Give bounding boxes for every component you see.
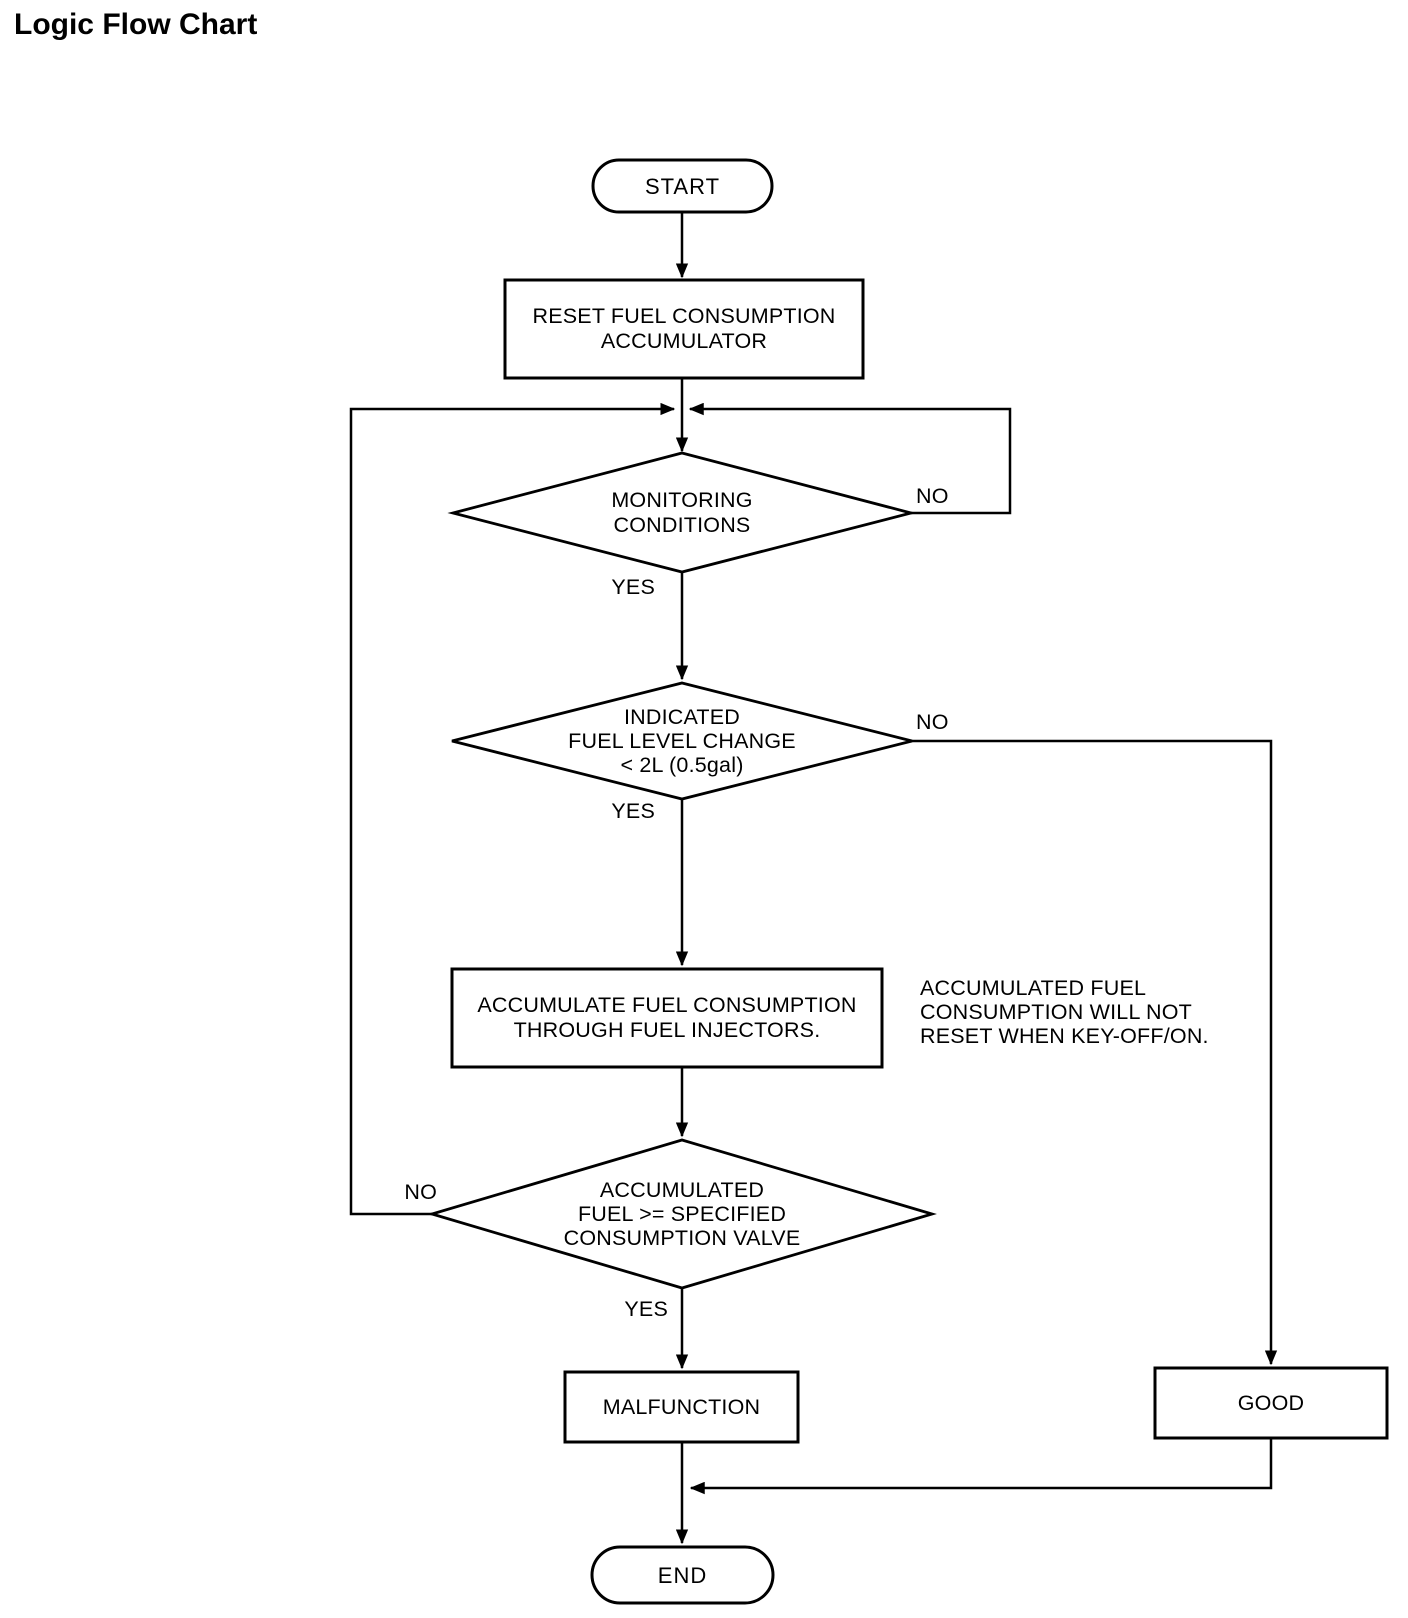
edge-fuel-level-no-to-good [912,739,1278,1366]
end-terminator-shape [590,1545,775,1605]
fuel-level-line-2: FUEL LEVEL CHANGE [568,729,796,753]
indicated-fuel-level-node-label: INDICATED FUEL LEVEL CHANGE < 2L (0.5gal… [452,683,912,799]
fuel-level-line-3: < 2L (0.5gal) [620,753,744,777]
annotation-line-3: RESET WHEN KEY-OFF/ON. [920,1024,1209,1048]
annotation-line-2: CONSUMPTION WILL NOT [920,1000,1192,1024]
edge-monitoring-no-loop [688,402,1012,515]
fuel-level-yes-label: YES [611,799,655,823]
accumulate-fuel-box-shape [450,967,884,1069]
monitoring-line-2: CONDITIONS [613,512,751,537]
start-terminator-shape [591,158,774,214]
monitoring-conditions-diamond-shape [447,451,917,574]
monitoring-yes-label: YES [611,575,655,599]
end-text: END [657,1562,708,1588]
page-title: Logic Flow Chart [14,8,258,41]
start-text: START [644,173,721,199]
malfunction-node-label: MALFUNCTION [565,1372,798,1442]
accumulated-fuel-check-diamond-shape [427,1138,937,1290]
check-line-1: ACCUMULATED [599,1178,765,1202]
monitoring-line-1: MONITORING [611,487,753,512]
accumulate-line-1: ACCUMULATE FUEL CONSUMPTION [477,993,857,1017]
good-text: GOOD [1237,1390,1305,1415]
accumulated-yes-label: YES [624,1297,668,1321]
check-line-2: FUEL >= SPECIFIED [577,1202,787,1226]
malfunction-box-shape [563,1370,800,1444]
edge-good-to-merge [689,1438,1273,1495]
malfunction-text: MALFUNCTION [602,1394,761,1419]
good-node-label: GOOD [1155,1368,1387,1438]
accumulate-fuel-node-label: ACCUMULATE FUEL CONSUMPTION THROUGH FUEL… [452,969,882,1067]
edge-accumulated-no-loop [349,402,676,1216]
accumulated-no-label: NO [404,1180,437,1204]
accumulated-fuel-check-node-label: ACCUMULATED FUEL >= SPECIFIED CONSUMPTIO… [432,1140,932,1288]
monitoring-conditions-node-label: MONITORING CONDITIONS [453,453,911,572]
reset-accumulator-node-label: RESET FUEL CONSUMPTION ACCUMULATOR [505,280,863,378]
reset-accumulator-box-shape [503,278,865,380]
accumulated-fuel-annotation: ACCUMULATED FUEL CONSUMPTION WILL NOT RE… [920,976,1209,1048]
end-node-label: END [592,1547,773,1603]
fuel-level-no-label: NO [916,710,949,734]
start-node-label: START [593,160,772,212]
annotation-line-1: ACCUMULATED FUEL [920,976,1147,1000]
fuel-level-line-1: INDICATED [623,705,741,729]
indicated-fuel-level-diamond-shape [451,681,913,801]
accumulate-line-2: THROUGH FUEL INJECTORS. [513,1018,821,1042]
reset-line-2: ACCUMULATOR [600,329,768,353]
monitoring-no-label: NO [916,484,949,508]
check-line-3: CONSUMPTION VALVE [563,1226,801,1250]
reset-line-1: RESET FUEL CONSUMPTION [532,304,836,328]
good-box-shape [1153,1366,1389,1440]
